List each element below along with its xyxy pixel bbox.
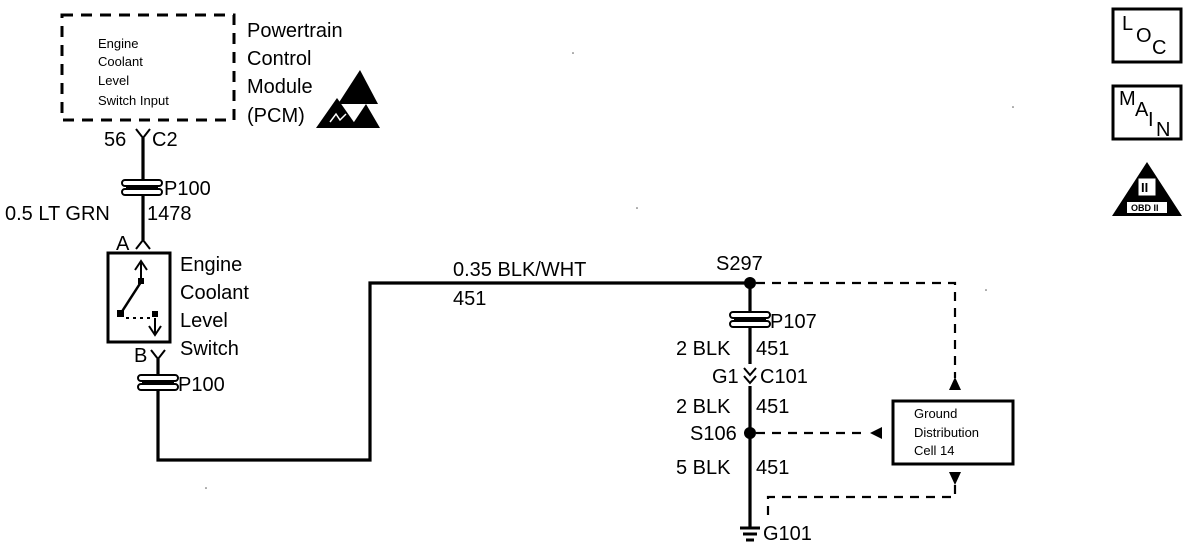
seg2-circuit: 451 — [756, 396, 789, 418]
pcm-title-line-1: Powertrain — [247, 20, 343, 42]
switch-body — [106, 251, 172, 344]
seg3-gauge: 5 BLK — [676, 457, 731, 479]
obd-ii-icon[interactable]: II OBD II — [1112, 162, 1182, 216]
svg-text:II: II — [1141, 180, 1148, 195]
terminal-a-arrow — [135, 238, 151, 250]
location-icon[interactable]: L O C — [1111, 7, 1183, 64]
p100-connector-bottom — [137, 374, 179, 391]
ground-g101-label: G101 — [763, 523, 812, 545]
switch-label-line-1: Engine — [180, 254, 242, 276]
p100-top-label: P100 — [164, 178, 211, 200]
pcm-inner-line-2: Coolant — [98, 54, 143, 69]
conn-g1-label: G1 — [712, 366, 739, 388]
splice-s106-dot — [744, 427, 756, 439]
seg1-circuit: 451 — [756, 338, 789, 360]
dashed-arrow-down — [949, 472, 961, 485]
dashed-arrow-left — [870, 427, 882, 439]
wire-main-gauge-color: 0.35 BLK/WHT — [453, 259, 586, 281]
switch-label-line-4: Switch — [180, 338, 239, 360]
svg-text:O: O — [1136, 25, 1152, 47]
background-specks — [205, 52, 1014, 489]
p100-connector-top — [121, 179, 163, 196]
pcm-title-line-3: Module — [247, 76, 313, 98]
ground-distribution-box — [891, 399, 1015, 466]
pcm-connector-id: C2 — [152, 129, 178, 151]
switch-label-line-2: Coolant — [180, 282, 249, 304]
ground-distribution-line-1: Ground — [914, 406, 957, 421]
wire-main-circuit: 451 — [453, 288, 486, 310]
terminal-b-fork — [150, 349, 166, 361]
pcm-title-line-4: (PCM) — [247, 105, 305, 127]
switch-label-line-3: Level — [180, 310, 228, 332]
ground-symbol-icon — [740, 526, 760, 542]
esd-warning-icon — [316, 70, 380, 128]
engine-coolant-level-switch — [106, 251, 172, 344]
svg-text:L: L — [1122, 13, 1133, 35]
ground-distribution-line-2: Distribution — [914, 425, 979, 440]
svg-text:M: M — [1119, 88, 1136, 110]
main-icon[interactable]: M A I N — [1111, 84, 1183, 141]
svg-text:I: I — [1148, 109, 1154, 131]
pcm-pin-number: 56 — [104, 129, 126, 151]
wire-pcm-circuit: 1478 — [147, 203, 192, 225]
pcm-module: Engine Coolant Level Switch Input Powert… — [60, 13, 380, 128]
pcm-pin-fork — [135, 128, 151, 140]
pcm-title-line-2: Control — [247, 48, 311, 70]
dashed-arrow-up — [949, 377, 961, 390]
svg-text:N: N — [1156, 119, 1170, 141]
switch-terminal-a: A — [116, 233, 130, 255]
p107-label: P107 — [770, 311, 817, 333]
ground-distribution-line-3: Cell 14 — [914, 443, 954, 458]
switch-terminal-b: B — [134, 345, 147, 367]
pcm-inner-line-3: Level — [98, 73, 129, 88]
c101-connector-chevrons — [743, 367, 757, 385]
pcm-inner-line-1: Engine — [98, 36, 138, 51]
seg3-circuit: 451 — [756, 457, 789, 479]
seg2-gauge: 2 BLK — [676, 396, 731, 418]
svg-text:A: A — [1135, 99, 1149, 121]
wire-pcm-gauge-color: 0.5 LT GRN — [5, 203, 110, 225]
svg-text:C: C — [1152, 37, 1166, 59]
svg-text:OBD II: OBD II — [1131, 203, 1159, 213]
p100-bottom-label: P100 — [178, 374, 225, 396]
splice-s106-label: S106 — [690, 423, 737, 445]
pcm-inner-line-4: Switch Input — [98, 93, 169, 108]
seg1-gauge: 2 BLK — [676, 338, 731, 360]
splice-s297-label: S297 — [716, 253, 763, 275]
wire-switch-to-s297 — [156, 281, 750, 462]
dashed-link-g101 — [766, 485, 957, 515]
p107-connector — [729, 311, 771, 328]
pcm-dashed-box — [60, 13, 236, 122]
conn-c101-label: C101 — [760, 366, 808, 388]
dashed-link-s297 — [756, 281, 957, 378]
